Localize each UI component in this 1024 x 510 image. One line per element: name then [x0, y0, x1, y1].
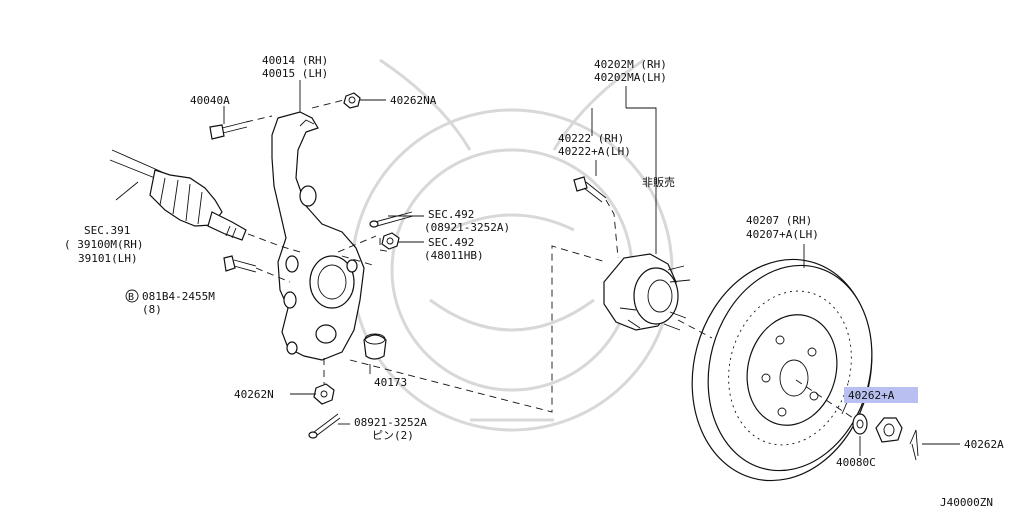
label-not-for-sale: 非販売	[642, 176, 675, 189]
label-40173[interactable]: 40173	[374, 376, 407, 389]
label-40014[interactable]: 40014 (RH)	[262, 54, 328, 67]
watermark-emblem	[350, 58, 674, 432]
sensor-40222[interactable]	[573, 176, 607, 203]
nut-40262n[interactable]	[313, 383, 335, 405]
label-40262a[interactable]: 40262A	[964, 438, 1004, 451]
label-40262na[interactable]: 40262NA	[390, 94, 437, 107]
highlight-box	[844, 387, 918, 403]
label-sec391-lh: 39101(LH)	[78, 252, 138, 265]
label-sec492-a-sub: (08921-3252A)	[424, 221, 510, 234]
bushing-40173[interactable]	[363, 333, 387, 360]
label-40222a[interactable]: 40222+A(LH)	[558, 145, 631, 158]
brake-rotor[interactable]	[668, 239, 896, 501]
label-40207[interactable]: 40207 (RH)	[746, 214, 812, 227]
drive-shaft[interactable]	[109, 149, 247, 241]
label-40222[interactable]: 40222 (RH)	[558, 132, 624, 145]
label-sec492-a[interactable]: SEC.492	[428, 208, 474, 221]
label-sec391-rh: ( 39100M(RH)	[64, 238, 143, 251]
cotter-pin-sec492[interactable]	[369, 211, 414, 228]
pin-40262a[interactable]	[909, 429, 919, 461]
diagram-code: J40000ZN	[940, 496, 993, 509]
nut-40262na[interactable]	[343, 92, 361, 109]
steering-knuckle[interactable]	[271, 111, 365, 361]
label-40080c[interactable]: 40080C	[836, 456, 876, 469]
label-bolt-prefix: B	[128, 292, 134, 303]
label-081b4[interactable]: 081B4-2455M	[142, 290, 215, 303]
assembly-lines	[245, 99, 857, 421]
label-40202m[interactable]: 40202M (RH)	[594, 58, 667, 71]
label-40262n[interactable]: 40262N	[234, 388, 274, 401]
wheel-hub[interactable]	[603, 253, 691, 331]
labels: 40014 (RH) 40015 (LH) 40040A 40262NA SEC…	[64, 54, 1004, 509]
label-08921-sub: ピン(2)	[372, 429, 414, 442]
label-081b4-qty: (8)	[142, 303, 162, 316]
nut-sec492[interactable]	[381, 232, 400, 250]
leader-lines	[115, 80, 960, 456]
label-sec391[interactable]: SEC.391	[84, 224, 130, 237]
bolt-prefix-circle	[125, 289, 139, 303]
label-40040a[interactable]: 40040A	[190, 94, 230, 107]
cotter-pin-08921[interactable]	[308, 413, 341, 439]
label-40262-plus-a[interactable]: 40262+A	[848, 389, 895, 402]
label-40207a[interactable]: 40207+A(LH)	[746, 228, 819, 241]
label-sec492-b[interactable]: SEC.492	[428, 236, 474, 249]
label-08921[interactable]: 08921-3252A	[354, 416, 427, 429]
label-sec492-b-sub: (48011HB)	[424, 249, 484, 262]
label-40202ma[interactable]: 40202MA(LH)	[594, 71, 667, 84]
label-40015[interactable]: 40015 (LH)	[262, 67, 328, 80]
bolt-081b4[interactable]	[223, 255, 257, 273]
bolt-40040a[interactable]	[209, 121, 248, 140]
nut-40262-plus-a[interactable]	[875, 417, 903, 443]
washer-40080c[interactable]	[852, 413, 868, 435]
